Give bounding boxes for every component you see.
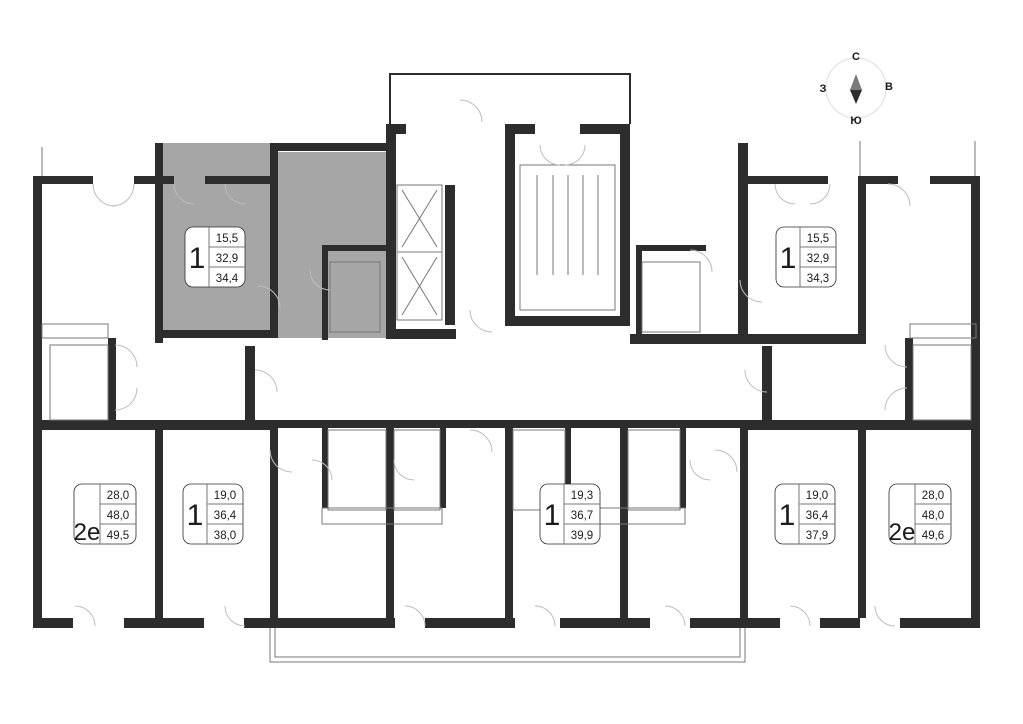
apartment-total-area: 48,0 xyxy=(922,510,944,522)
apartment-living-area: 15,5 xyxy=(807,233,829,245)
compass-needle-north-icon xyxy=(850,74,862,90)
apartment-label[interactable]: 1 19,0 36,4 37,9 xyxy=(774,483,836,545)
apartment-label[interactable]: 1 19,0 36,4 38,0 xyxy=(182,483,244,545)
apartment-total-with-balcony: 34,4 xyxy=(216,273,239,285)
apartment-rooms: 2е xyxy=(889,519,916,546)
compass-north-label: С xyxy=(852,51,860,63)
apartment-total-area: 48,0 xyxy=(107,510,129,522)
apartment-label[interactable]: 1 15,5 32,9 34,3 xyxy=(775,226,837,288)
apartment-living-area: 28,0 xyxy=(922,490,944,502)
exterior-walls xyxy=(33,124,980,628)
compass-south-label: Ю xyxy=(850,115,861,127)
apartment-rooms: 1 xyxy=(779,499,796,532)
compass-west-label: З xyxy=(820,83,827,95)
apartment-total-area: 36,7 xyxy=(571,510,593,522)
apartment-label[interactable]: 1 15,5 32,9 34,4 xyxy=(184,226,246,288)
compass: С Ю З В xyxy=(820,51,893,127)
apartment-total-with-balcony: 39,9 xyxy=(571,530,593,542)
apartment-living-area: 19,0 xyxy=(214,490,236,502)
apartment-total-area: 32,9 xyxy=(216,253,238,265)
apartment-total-with-balcony: 34,3 xyxy=(807,273,829,285)
compass-needle-south-icon xyxy=(850,90,862,104)
apartment-total-area: 32,9 xyxy=(807,253,829,265)
apartment-living-area: 15,5 xyxy=(216,233,238,245)
apartment-total-area: 36,4 xyxy=(214,510,237,522)
apartment-living-area: 19,0 xyxy=(806,490,828,502)
apartment-total-with-balcony: 49,6 xyxy=(922,530,944,542)
compass-east-label: В xyxy=(885,81,893,93)
apartment-rooms: 1 xyxy=(187,499,204,532)
apartment-label[interactable]: 1 19,3 36,7 39,9 xyxy=(539,483,601,545)
apartment-total-with-balcony: 38,0 xyxy=(214,530,236,542)
apartment-rooms: 1 xyxy=(780,242,797,275)
apartment-living-area: 19,3 xyxy=(571,490,593,502)
apartment-total-area: 36,4 xyxy=(806,510,829,522)
apartment-rooms: 1 xyxy=(189,242,206,275)
apartment-rooms: 1 xyxy=(544,499,561,532)
apartment-total-with-balcony: 49,5 xyxy=(107,530,129,542)
door-swings xyxy=(74,99,911,627)
apartment-total-with-balcony: 37,9 xyxy=(806,530,828,542)
apartment-rooms: 2е xyxy=(74,519,101,546)
apartment-label[interactable]: 2е 28,0 48,0 49,5 xyxy=(73,483,137,546)
apartment-label[interactable]: 2е 28,0 48,0 49,6 xyxy=(888,483,952,546)
apartment-living-area: 28,0 xyxy=(107,490,129,502)
